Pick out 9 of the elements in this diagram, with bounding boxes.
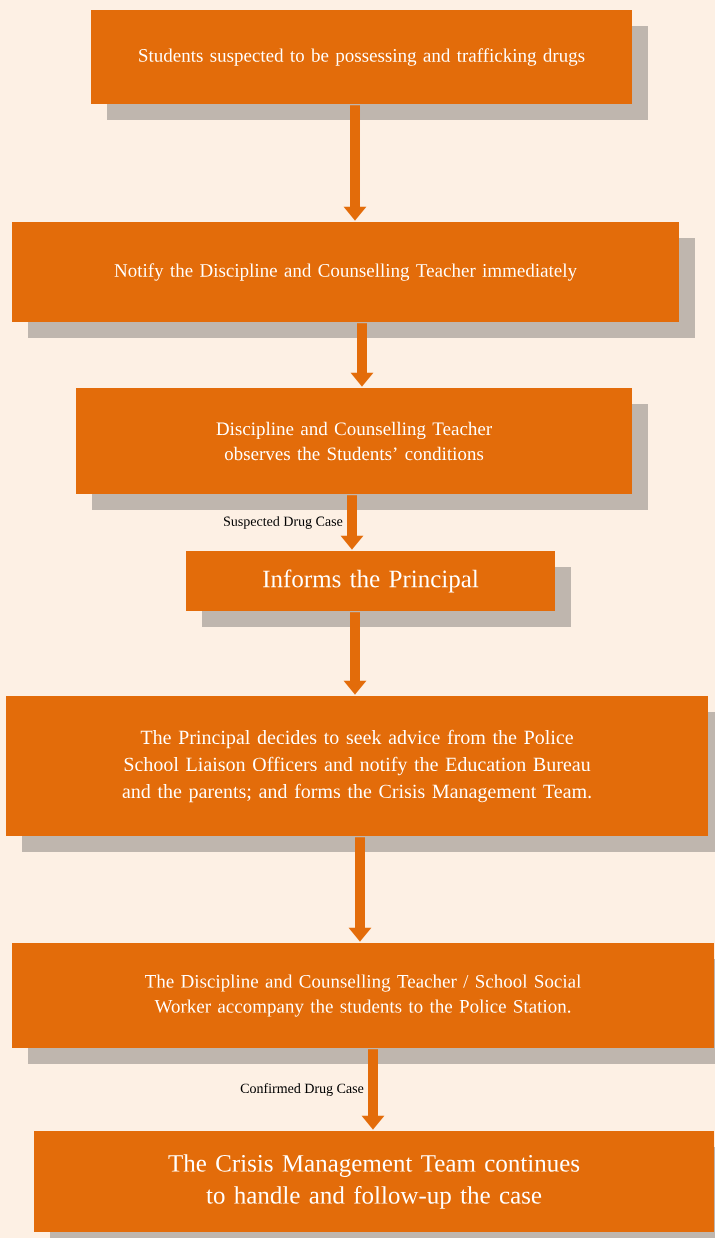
process-box: Notify the Discipline and Counselling Teacher immediately bbox=[12, 222, 695, 338]
process-box: The Crisis Management Team continues to handle and follow-up the case bbox=[34, 1131, 715, 1238]
process-box: The Discipline and Counselling Teacher / School Social Worker accompany the students to the Police Station. bbox=[12, 943, 715, 1064]
edge-label: Suspected Drug Case bbox=[224, 516, 343, 529]
edge-label: Confirmed Drug Case bbox=[240, 1083, 364, 1096]
process-box: Discipline and Counselling Teacher observes the Students’ conditions bbox=[76, 388, 648, 510]
process-box: Students suspected to be possessing and trafficking drugs bbox=[91, 10, 648, 120]
process-box: The Principal decides to seek advice from the Police School Liaison Officers and notify the Education Bureau and the parents; and forms the Crisis Management Team. bbox=[6, 696, 715, 852]
process-box: Informs the Principal bbox=[186, 551, 571, 627]
